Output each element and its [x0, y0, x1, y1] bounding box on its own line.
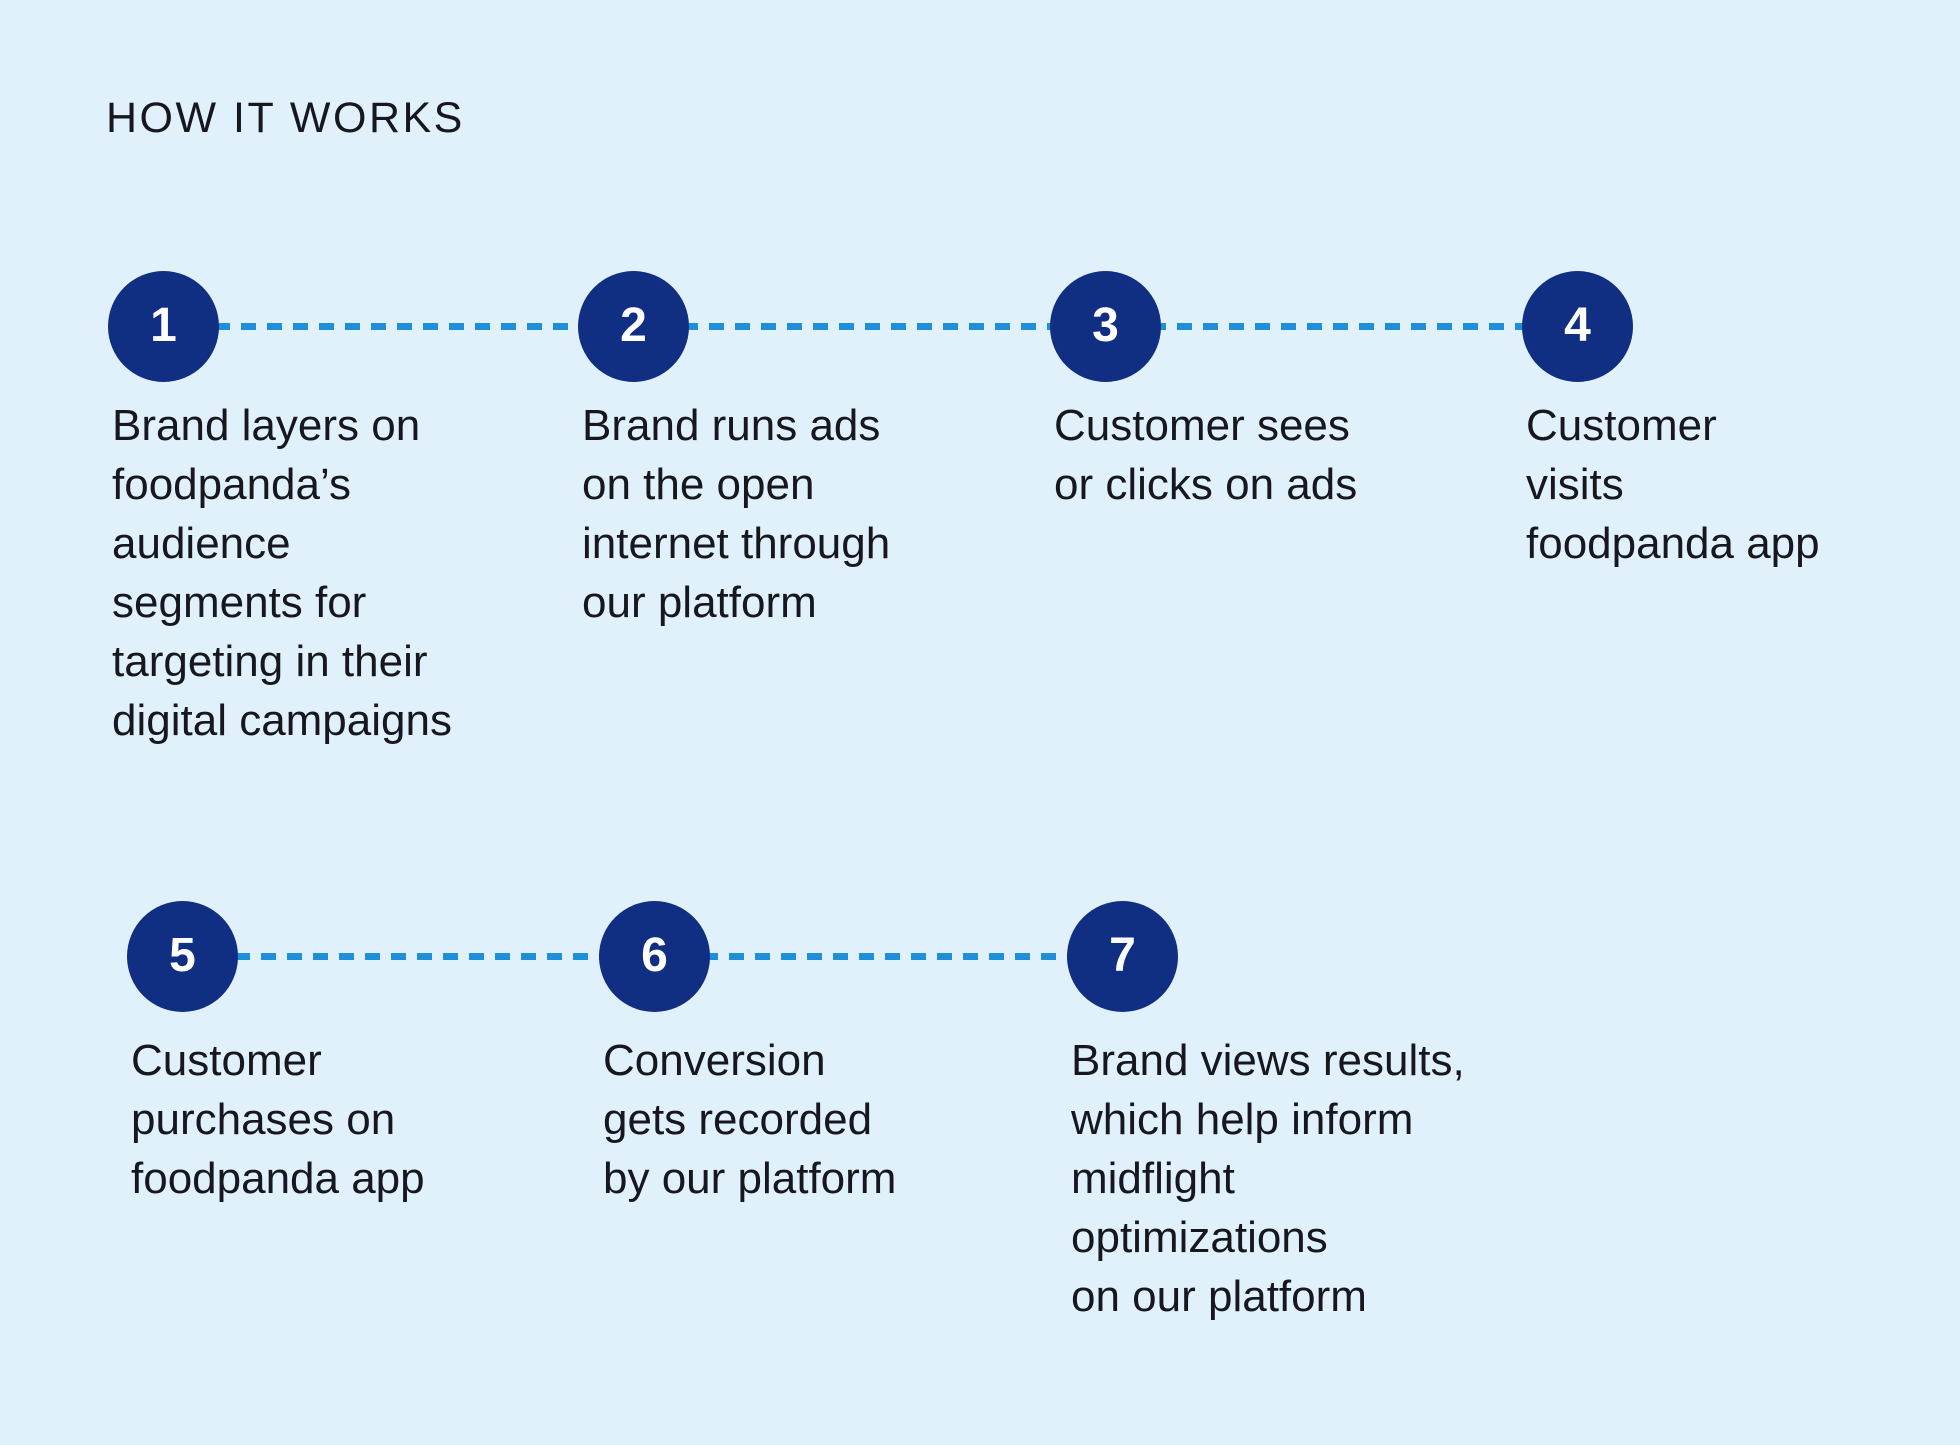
page-title: HOW IT WORKS [106, 94, 465, 142]
step-6-description: Conversion gets recorded by our platform [603, 1036, 897, 1203]
step-7-description: Brand views results, which help inform m… [1071, 1036, 1465, 1321]
step-1-number: 1 [150, 298, 177, 352]
step-7-number: 7 [1109, 928, 1136, 982]
step-5-number: 5 [169, 928, 196, 982]
step-6-circle: 6 [599, 901, 710, 1012]
dashed-connector-row-1 [163, 323, 1578, 330]
step-2-description: Brand runs ads on the open internet thro… [582, 401, 891, 627]
step-3-description: Customer sees or clicks on ads [1054, 401, 1358, 509]
step-1-circle: 1 [108, 271, 219, 382]
step-4-number: 4 [1564, 298, 1591, 352]
step-1-description: Brand layers on foodpanda’s audience seg… [112, 401, 452, 745]
step-4-circle: 4 [1522, 271, 1633, 382]
step-3-number: 3 [1092, 298, 1119, 352]
step-5-description: Customer purchases on foodpanda app [131, 1036, 425, 1203]
step-6-number: 6 [641, 928, 668, 982]
step-4-description: Customer visits foodpanda app [1526, 401, 1820, 568]
step-2-number: 2 [620, 298, 647, 352]
step-2-circle: 2 [578, 271, 689, 382]
step-7-circle: 7 [1067, 901, 1178, 1012]
step-5-circle: 5 [127, 901, 238, 1012]
step-3-circle: 3 [1050, 271, 1161, 382]
